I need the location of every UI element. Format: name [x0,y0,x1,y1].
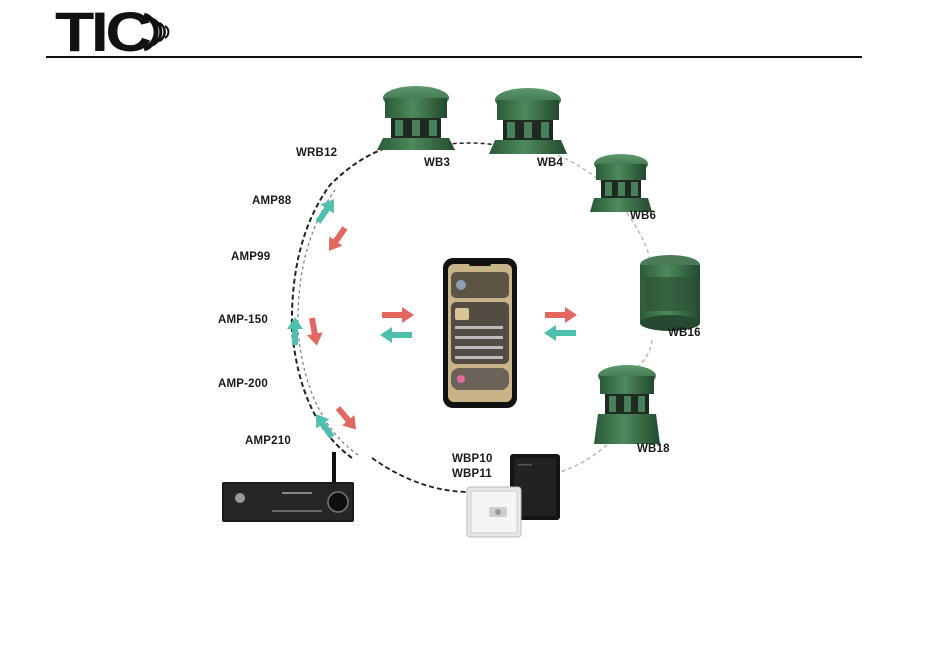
amplifier [222,452,354,522]
arrow-out-teal [380,327,412,343]
ring-left-dashed [292,143,405,458]
label-wb4: WB4 [537,157,563,169]
label-amp99: AMP99 [231,251,270,263]
arrow-in-red [382,307,414,323]
ring-arrow-teal-1 [311,194,340,226]
label-amp200: AMP-200 [218,378,268,390]
label-amp150: AMP-150 [218,314,268,326]
label-amp210: AMP210 [245,435,291,447]
label-wrb12: WRB12 [296,147,337,159]
arrow-right-red [545,307,577,323]
speaker-wb18 [594,365,660,444]
ring-arrow-red-1 [322,223,351,255]
label-wb6: WB6 [630,210,656,222]
arrow-right-teal [544,325,576,341]
ring-arrow-teal-2 [287,317,303,345]
label-wb18: WB18 [637,443,670,455]
ring-left-dashed-2 [298,190,358,455]
ring-arrow-red-2 [304,317,325,347]
speaker-wb6 [590,154,652,212]
smartphone [443,258,517,408]
label-amp88: AMP88 [252,195,291,207]
speaker-wb4 [489,88,567,154]
ring-right-light-3 [560,440,612,472]
ring-arrow-red-3 [332,403,362,435]
speaker-wb3 [377,86,455,150]
label-wbp10: WBP10 [452,453,493,465]
label-wb16: WB16 [668,327,701,339]
wall-speaker-white [467,487,521,537]
speaker-wb16 [640,255,700,331]
label-wbp11: WBP11 [452,468,492,480]
label-wb3: WB3 [424,157,450,169]
